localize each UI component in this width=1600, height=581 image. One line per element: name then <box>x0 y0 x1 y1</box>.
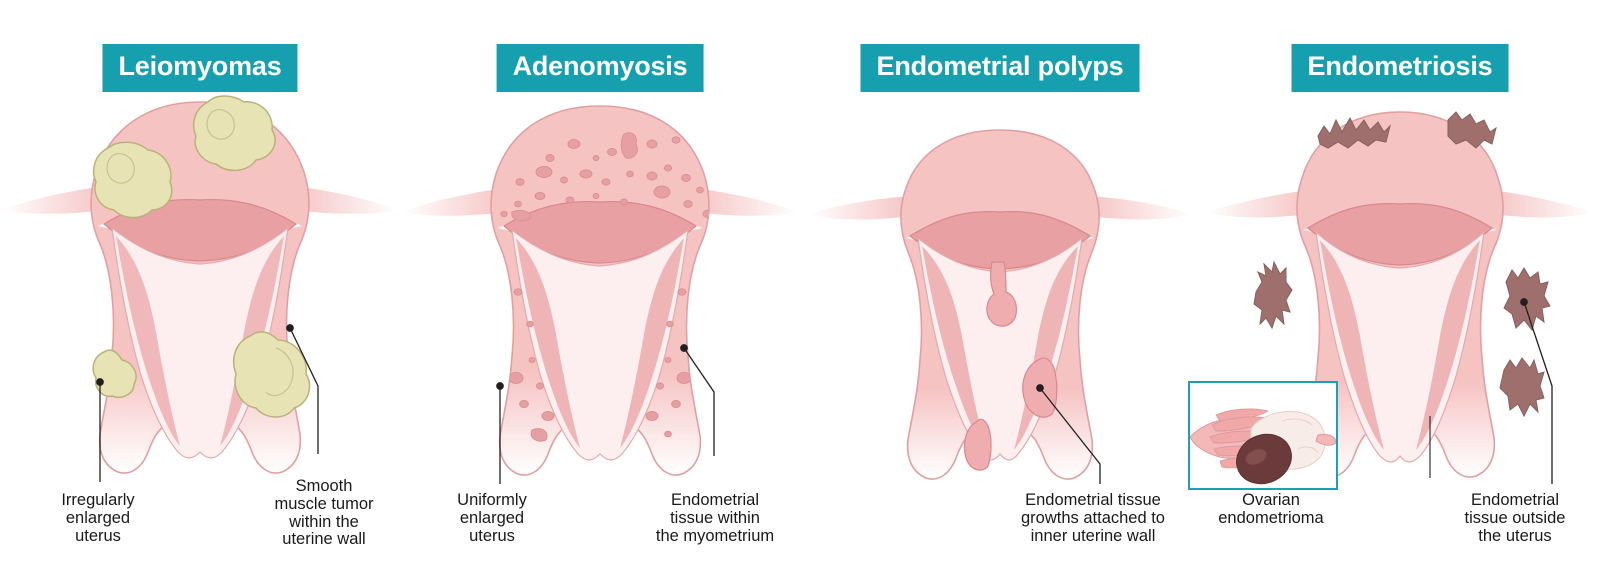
adenomyosis-foci <box>495 132 709 446</box>
caption-endometrial-tissue-outside: Endometrial tissue outside the uterus <box>1464 491 1566 545</box>
ovary-hilum <box>1297 446 1319 454</box>
panel-title-adenomyosis: Adenomyosis <box>496 44 704 92</box>
broad-ligament-right <box>694 188 798 216</box>
endometriosis-lesion-left-wall <box>1253 260 1293 330</box>
fibroid-small-left <box>92 349 137 398</box>
polyp-lower-segment <box>963 418 992 471</box>
ovarian-endometrioma-illustration <box>1189 408 1337 485</box>
uterus-diagram-endometriosis <box>1206 111 1594 484</box>
caption-ovarian-endometrioma: Ovarian endometrioma <box>1218 491 1324 527</box>
inset-ovarian-endometrioma <box>1188 381 1338 490</box>
panel-title-endometrial-polyps: Endometrial polyps <box>860 44 1140 92</box>
panel-title-leiomyomas: Leiomyomas <box>102 44 298 92</box>
tube-proximal-segment <box>1315 434 1337 446</box>
endometrium-right <box>1416 240 1480 450</box>
uterine-cavity <box>511 228 689 461</box>
panel-title-endometriosis: Endometriosis <box>1291 44 1509 92</box>
endometriosis-lesion-fundus-left <box>1317 116 1391 149</box>
panel-endometriosis: Endometriosis <box>1188 0 1600 581</box>
myometrium-band <box>1306 202 1494 266</box>
leader-lines <box>496 344 715 484</box>
fibroid-intramural-top-lobe <box>206 109 235 140</box>
fibroid-intramural-top <box>192 95 276 172</box>
panel-endometrial-polyps: Endometrial polyps <box>800 0 1200 581</box>
broad-ligament-left <box>402 188 506 216</box>
endometriosis-lesion-right-lower <box>1499 357 1545 418</box>
leader-lines <box>96 324 319 482</box>
leader-lines <box>1429 298 1553 484</box>
fibroid-subserosal-left-lobe <box>106 153 135 184</box>
endometrium-left <box>116 236 180 446</box>
fibroid-subserosal-left <box>92 141 173 219</box>
endometrium-left <box>922 246 986 450</box>
broad-ligament-left <box>808 196 912 220</box>
polyp-fundal-pedunculated <box>986 261 1017 327</box>
uterine-cavity <box>1315 230 1485 463</box>
caption-endometrial-tissue-myometrium: Endometrial tissue within the myometrium <box>655 491 775 545</box>
broad-ligament-left <box>1206 190 1310 218</box>
broad-ligament-right <box>1088 196 1192 220</box>
uterus-diagram-endometrial-polyps <box>808 129 1192 484</box>
endometrium-left <box>1320 240 1384 450</box>
endometriosis-lesion-fundus-right <box>1447 111 1497 149</box>
endometrium-left <box>516 238 580 448</box>
endometriosis-lesion-right-wall <box>1503 267 1551 332</box>
broad-ligament-right <box>294 186 398 214</box>
uterus-diagram-adenomyosis <box>402 105 798 484</box>
ovary-surface-marking <box>1281 418 1313 426</box>
broad-ligament-left <box>2 186 106 214</box>
endometrium-right <box>620 238 684 448</box>
caption-endometrial-tissue-growths: Endometrial tissue growths attached to i… <box>1020 491 1165 545</box>
myometrium-band <box>102 198 298 262</box>
fibroid-submucosal-right-lobe <box>265 347 294 397</box>
panel-leiomyomas: Leiomyomas <box>0 0 400 581</box>
panel-adenomyosis: Adenomyosis <box>400 0 800 581</box>
caption-irregularly-enlarged-uterus: Irregularly enlarged uterus <box>61 491 135 545</box>
caption-smooth-muscle-tumor: Smooth muscle tumor within the uterine w… <box>274 477 374 549</box>
myometrium-band <box>908 210 1092 270</box>
uterus-diagram-leiomyomas <box>2 95 398 482</box>
caption-uniformly-enlarged-uterus: Uniformly enlarged uterus <box>457 491 527 545</box>
leader-lines <box>1036 384 1101 484</box>
fibroid-submucosal-right <box>232 331 311 418</box>
endometrioma-highlight <box>1245 449 1267 465</box>
broad-ligament-right <box>1490 190 1594 218</box>
